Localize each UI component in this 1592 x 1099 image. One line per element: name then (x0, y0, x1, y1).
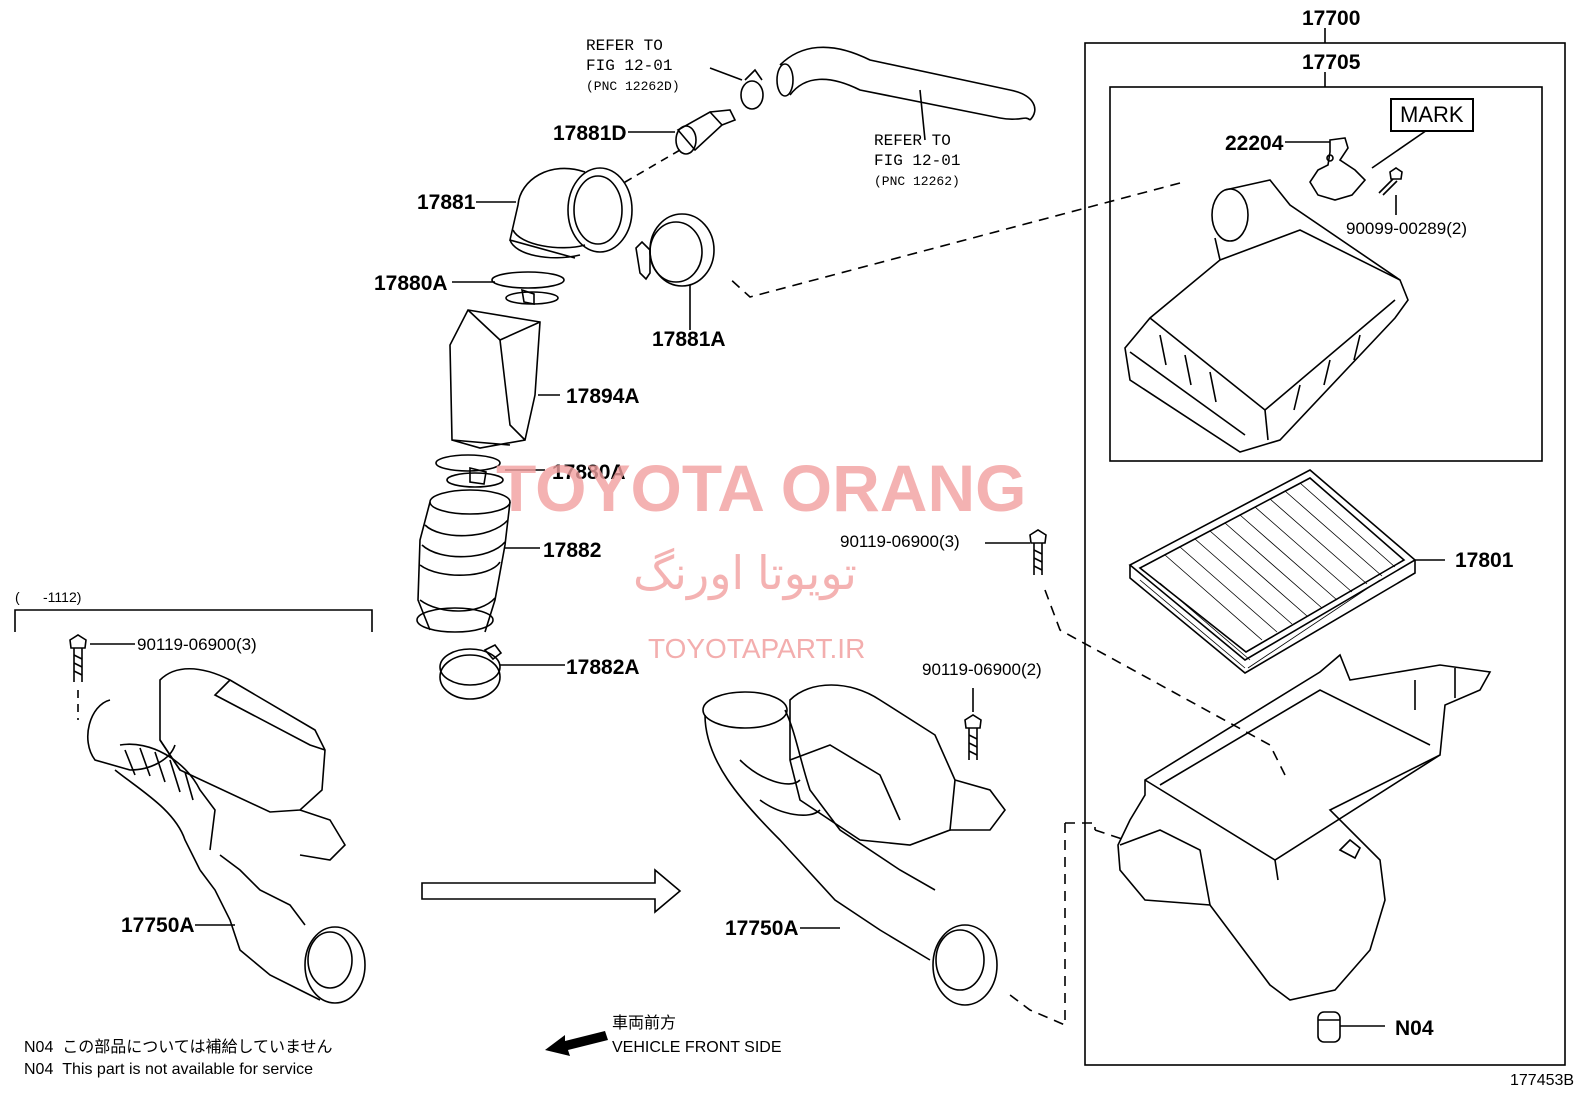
vehicle-front-jp: 車両前方 (612, 1015, 677, 1032)
breather-hose (776, 46, 1036, 141)
watermark-persian: تویوتا اورنگ (633, 547, 857, 599)
note-n04-japanese: N04 この部品については補給していません (24, 1040, 333, 1056)
part-label-17881: 17881 (417, 191, 476, 214)
note-n04-english: N04 This part is not available for servi… (24, 1062, 313, 1078)
part-label-17881A: 17881A (652, 328, 726, 351)
watermark-site: TOYOTAPART.IR (648, 633, 866, 664)
hose-clamp-17880A-top (452, 271, 565, 305)
reference-note-2: REFER TO FIG 12-01 (PNC 12262) (874, 131, 960, 191)
bolt-90119-right (964, 688, 982, 760)
air-cleaner-cap (1124, 179, 1409, 453)
part-label-17801: 17801 (1455, 549, 1514, 572)
intake-assembly-17750A-center (702, 684, 1006, 1006)
ref2-line2: FIG 12-01 (874, 152, 961, 170)
part-label-17750A-left: 17750A (121, 914, 195, 937)
part-label-17882: 17882 (543, 539, 602, 562)
range-bracket (14, 609, 373, 632)
part-label-17881D: 17881D (553, 122, 627, 145)
hose-clip (709, 67, 764, 110)
note-code-jp: N04 (24, 1039, 54, 1056)
part-label-90119-left: 90119-06900(3) (137, 635, 257, 654)
part-label-17894A: 17894A (566, 385, 640, 408)
assembly-box-17705 (1109, 86, 1543, 462)
ref2-line3: (PNC 12262) (874, 174, 960, 189)
note-code-en: N04 (24, 1061, 54, 1078)
part-label-17880A-mid: 17880A (552, 461, 626, 484)
range-label: ( -1112) (15, 589, 82, 605)
intake-assembly-17750A-left (87, 668, 366, 1004)
note-text-en: This part is not available for service (62, 1061, 314, 1078)
part-label-17700: 17700 (1302, 7, 1361, 30)
part-label-17882A: 17882A (566, 656, 640, 679)
hose-clamp-17882A (439, 643, 565, 700)
screw-90099 (1378, 167, 1403, 215)
vehicle-front-en: VEHICLE FRONT SIDE (612, 1039, 782, 1056)
mark-callout: MARK (1390, 98, 1474, 132)
note-text-jp: この部品については補給していません (62, 1039, 333, 1056)
hose-connector-17881D (628, 109, 737, 155)
ref1-line2: FIG 12-01 (586, 57, 673, 75)
air-cleaner-case (1117, 653, 1492, 1043)
part-label-17750A-center: 17750A (725, 917, 799, 940)
part-label-17880A-top: 17880A (374, 272, 448, 295)
part-label-90119-center: 90119-06900(3) (840, 532, 960, 551)
part-label-90119-right: 90119-06900(2) (922, 660, 1042, 679)
hose-clamp-17881A (635, 213, 715, 330)
bolt-90119-left (69, 634, 135, 720)
ref2-line1: REFER TO (874, 132, 951, 150)
direction-arrow (421, 868, 682, 914)
part-label-N04: N04 (1395, 1017, 1434, 1040)
hose-clamp-17880A-mid (435, 454, 545, 488)
vehicle-front-arrow (545, 1031, 608, 1056)
intake-bellows-17882 (416, 489, 540, 633)
bolt-90119-center (985, 529, 1047, 575)
air-cleaner-hose-17881 (476, 167, 633, 259)
reference-note-1: REFER TO FIG 12-01 (PNC 12262D) (586, 36, 680, 96)
watermark-main: TOYOTA ORANG (496, 451, 1027, 525)
air-filter-element-17801 (1128, 469, 1445, 674)
part-label-90099: 90099-00289(2) (1346, 219, 1467, 238)
mass-air-flow-sensor-22204 (1285, 137, 1367, 201)
part-label-22204: 22204 (1225, 132, 1284, 155)
ref1-line1: REFER TO (586, 37, 663, 55)
intake-duct-17894A (449, 309, 560, 449)
ref1-line3: (PNC 12262D) (586, 79, 680, 94)
figure-id: 177453B (1510, 1072, 1575, 1089)
part-label-17705: 17705 (1302, 51, 1361, 74)
